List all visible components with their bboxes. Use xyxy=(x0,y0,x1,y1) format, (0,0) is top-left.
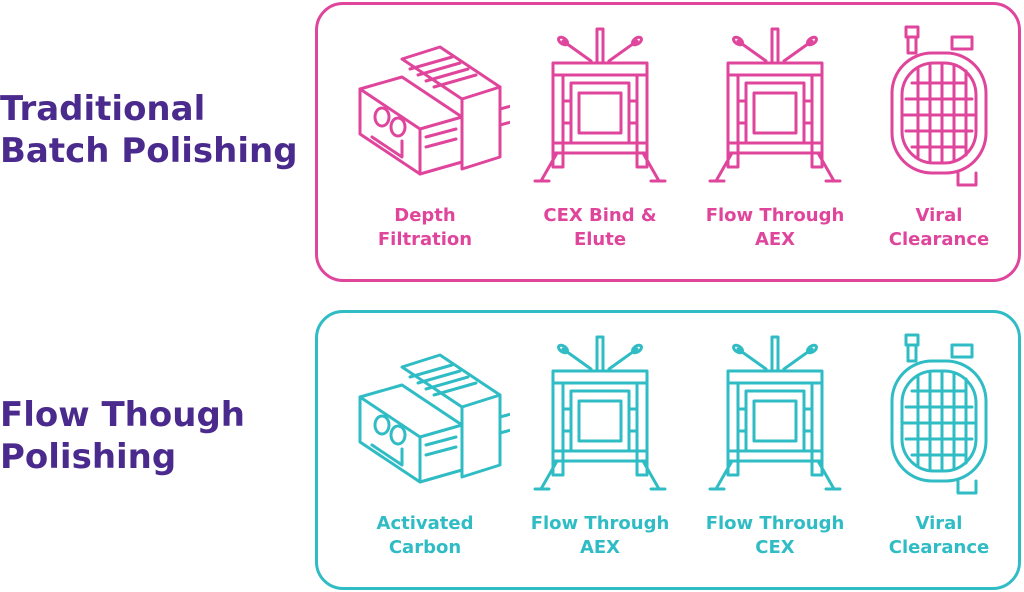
traditional-process-panel: Depth Filtration CEX Bind & Elute Flow T… xyxy=(315,2,1021,282)
row-title-traditional: Traditional Batch Polishing xyxy=(0,88,298,172)
depth-filter-icon xyxy=(340,327,510,497)
row-title-line: Traditional xyxy=(0,89,206,129)
step-caption: Viral Clearance xyxy=(888,205,990,250)
step-caption: Flow Through AEX xyxy=(530,513,670,558)
chromatography-press-icon xyxy=(515,327,685,497)
step-caption: Flow Through AEX xyxy=(705,205,845,250)
step-caption: CEX Bind & Elute xyxy=(543,205,657,250)
row-title-flow-through: Flow Though Polishing xyxy=(0,394,245,478)
chromatography-press-icon xyxy=(515,19,685,189)
flow-through-process-panel: Activated Carbon Flow Through AEX Flow T… xyxy=(315,310,1021,590)
row-title-line: Batch Polishing xyxy=(0,131,298,171)
step-caption: Flow Through CEX xyxy=(705,513,845,558)
depth-filter-icon xyxy=(340,19,510,189)
viral-filter-icon xyxy=(854,327,1024,497)
chromatography-press-icon xyxy=(690,327,860,497)
step-caption: Activated Carbon xyxy=(376,513,474,558)
chromatography-press-icon xyxy=(690,19,860,189)
row-title-line: Polishing xyxy=(0,437,177,477)
row-title-line: Flow Though xyxy=(0,395,245,435)
step-caption: Depth Filtration xyxy=(377,205,473,250)
step-caption: Viral Clearance xyxy=(888,513,990,558)
viral-filter-icon xyxy=(854,19,1024,189)
